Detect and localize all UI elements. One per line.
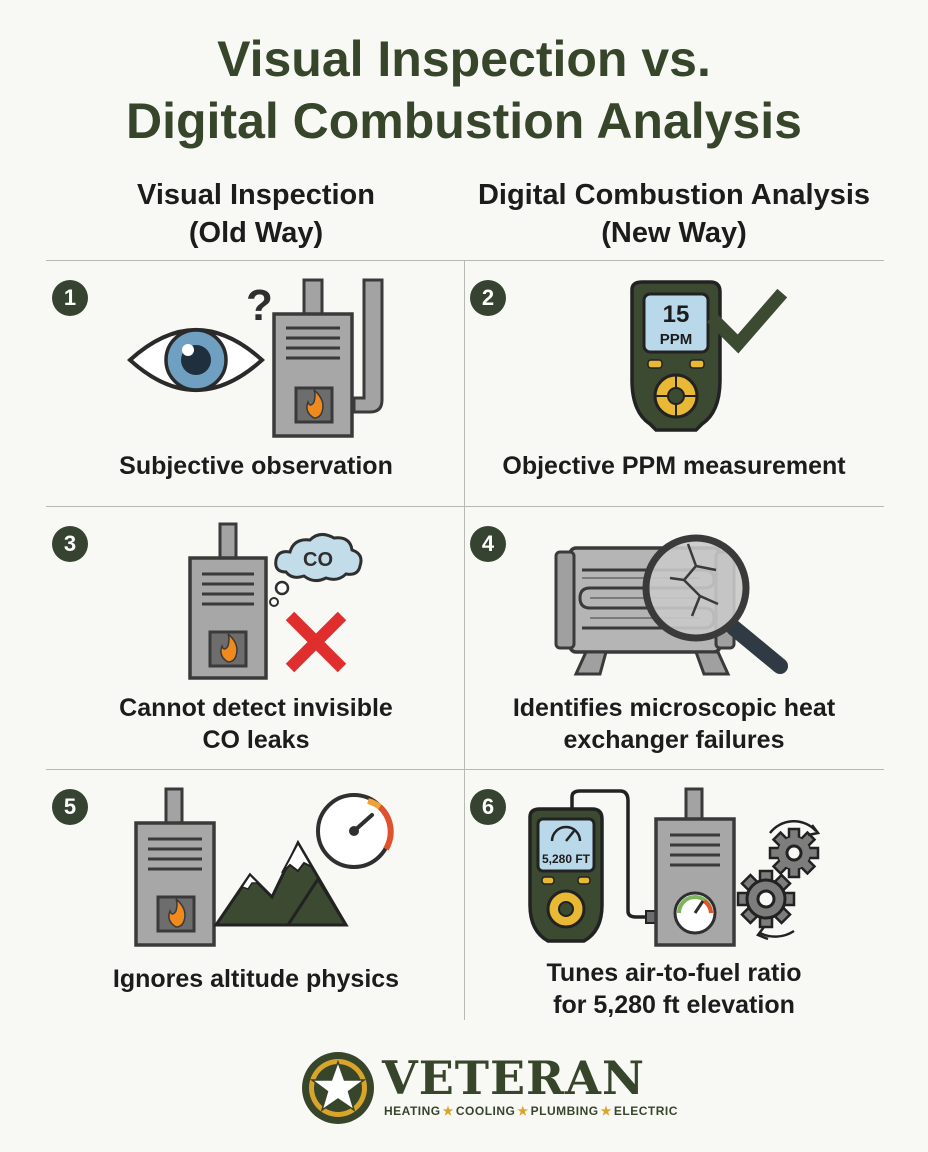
- grid-divider-row1: [46, 506, 884, 507]
- grid-divider-top: [46, 260, 884, 261]
- cell-6-caption-line2: for 5,280 ft elevation: [553, 991, 795, 1019]
- analyzer-furnace-gears-icon: 5,280 FT: [528, 787, 821, 947]
- comparison-cell-2: 2 15 PPM Objective PPM measurement: [464, 262, 884, 506]
- step-badge-4: 4: [470, 526, 506, 562]
- furnace-co-cloud-x-icon: CO: [188, 522, 363, 680]
- veteran-logo: VETERAN HEATING★COOLING★PLUMBING★ELECTRI…: [300, 1050, 677, 1130]
- brand-name: VETERAN: [382, 1051, 646, 1105]
- cell-4-caption: Identifies microscopic heat exchanger fa…: [464, 692, 884, 756]
- comparison-cell-5: 5 Ignores altitude physics: [46, 771, 466, 1021]
- screen-unit: PPM: [660, 331, 693, 348]
- star-emblem-icon: [302, 1052, 374, 1124]
- brand-tagline: HEATING★COOLING★PLUMBING★ELECTRIC: [384, 1104, 678, 1118]
- screen-value: 15: [663, 301, 690, 328]
- tagline-plumbing: PLUMBING: [530, 1104, 599, 1118]
- column-header-digital-analysis: Digital Combustion Analysis (New Way): [464, 176, 884, 252]
- grid-divider-row2: [46, 769, 884, 770]
- step-badge-2: 2: [470, 280, 506, 316]
- cell-1-caption: Subjective observation: [46, 450, 466, 482]
- main-title: Visual Inspection vs. Digital Combustion…: [0, 28, 928, 152]
- tagline-star-icon: ★: [600, 1104, 612, 1118]
- analyzer-screen-text: 5,280 FT: [542, 852, 591, 866]
- tagline-star-icon: ★: [517, 1104, 529, 1118]
- step-badge-3: 3: [52, 526, 88, 562]
- grid-divider-vertical: [464, 260, 465, 1020]
- gear-icon: [736, 869, 796, 929]
- step-badge-5: 5: [52, 789, 88, 825]
- main-title-line2: Digital Combustion Analysis: [125, 93, 802, 149]
- question-mark-glyph: ?: [246, 281, 273, 330]
- cell-3-caption-line1: Cannot detect invisible: [119, 694, 393, 722]
- cell-5-caption-line1: Ignores altitude physics: [112, 965, 400, 993]
- column-header-left-line2: (Old Way): [188, 217, 324, 249]
- comparison-cell-4: 4 Identifies microscopic heat exchanger …: [464, 508, 884, 769]
- cell-2-caption-line1: Objective PPM measurement: [502, 452, 846, 480]
- comparison-cell-3: 3 CO Cannot detect invisible CO leaks: [46, 508, 466, 769]
- tagline-star-icon: ★: [442, 1104, 454, 1118]
- furnace-mountain-gauge-icon: [134, 787, 394, 947]
- cell-4-caption-line1: Identifies microscopic heat: [512, 694, 836, 722]
- cell-3-caption: Cannot detect invisible CO leaks: [46, 692, 466, 756]
- cell-6-caption: Tunes air-to-fuel ratio for 5,280 ft ele…: [464, 957, 884, 1021]
- step-badge-6: 6: [470, 789, 506, 825]
- tagline-heating: HEATING: [384, 1104, 441, 1118]
- main-title-line1: Visual Inspection vs.: [217, 31, 711, 87]
- eye-question-furnace-icon: ?: [127, 278, 384, 438]
- comparison-cell-6: 6 5,280 FT: [464, 771, 884, 1021]
- cell-3-caption-line2: CO leaks: [202, 726, 310, 754]
- gear-icon: [768, 827, 820, 879]
- column-header-visual-inspection: Visual Inspection (Old Way): [46, 176, 466, 252]
- tagline-cooling: COOLING: [455, 1104, 516, 1118]
- cell-1-caption-line1: Subjective observation: [119, 452, 393, 480]
- tagline-electric: ELECTRIC: [613, 1104, 678, 1118]
- cell-5-caption: Ignores altitude physics: [46, 963, 466, 995]
- column-header-right-line2: (New Way): [601, 217, 747, 249]
- step-badge-1: 1: [52, 280, 88, 316]
- cell-4-caption-line2: exchanger failures: [563, 726, 785, 754]
- cell-6-caption-line1: Tunes air-to-fuel ratio: [546, 959, 802, 987]
- column-header-left-line1: Visual Inspection: [137, 179, 375, 211]
- column-header-right-line1: Digital Combustion Analysis: [477, 179, 871, 211]
- heat-exchanger-magnifier-icon: [554, 534, 788, 676]
- comparison-cell-1: 1 ? Subjective observation: [46, 262, 466, 506]
- co-cloud-text: CO: [303, 549, 333, 571]
- cell-2-caption: Objective PPM measurement: [464, 450, 884, 482]
- analyzer-checkmark-icon: 15 PPM: [630, 280, 788, 432]
